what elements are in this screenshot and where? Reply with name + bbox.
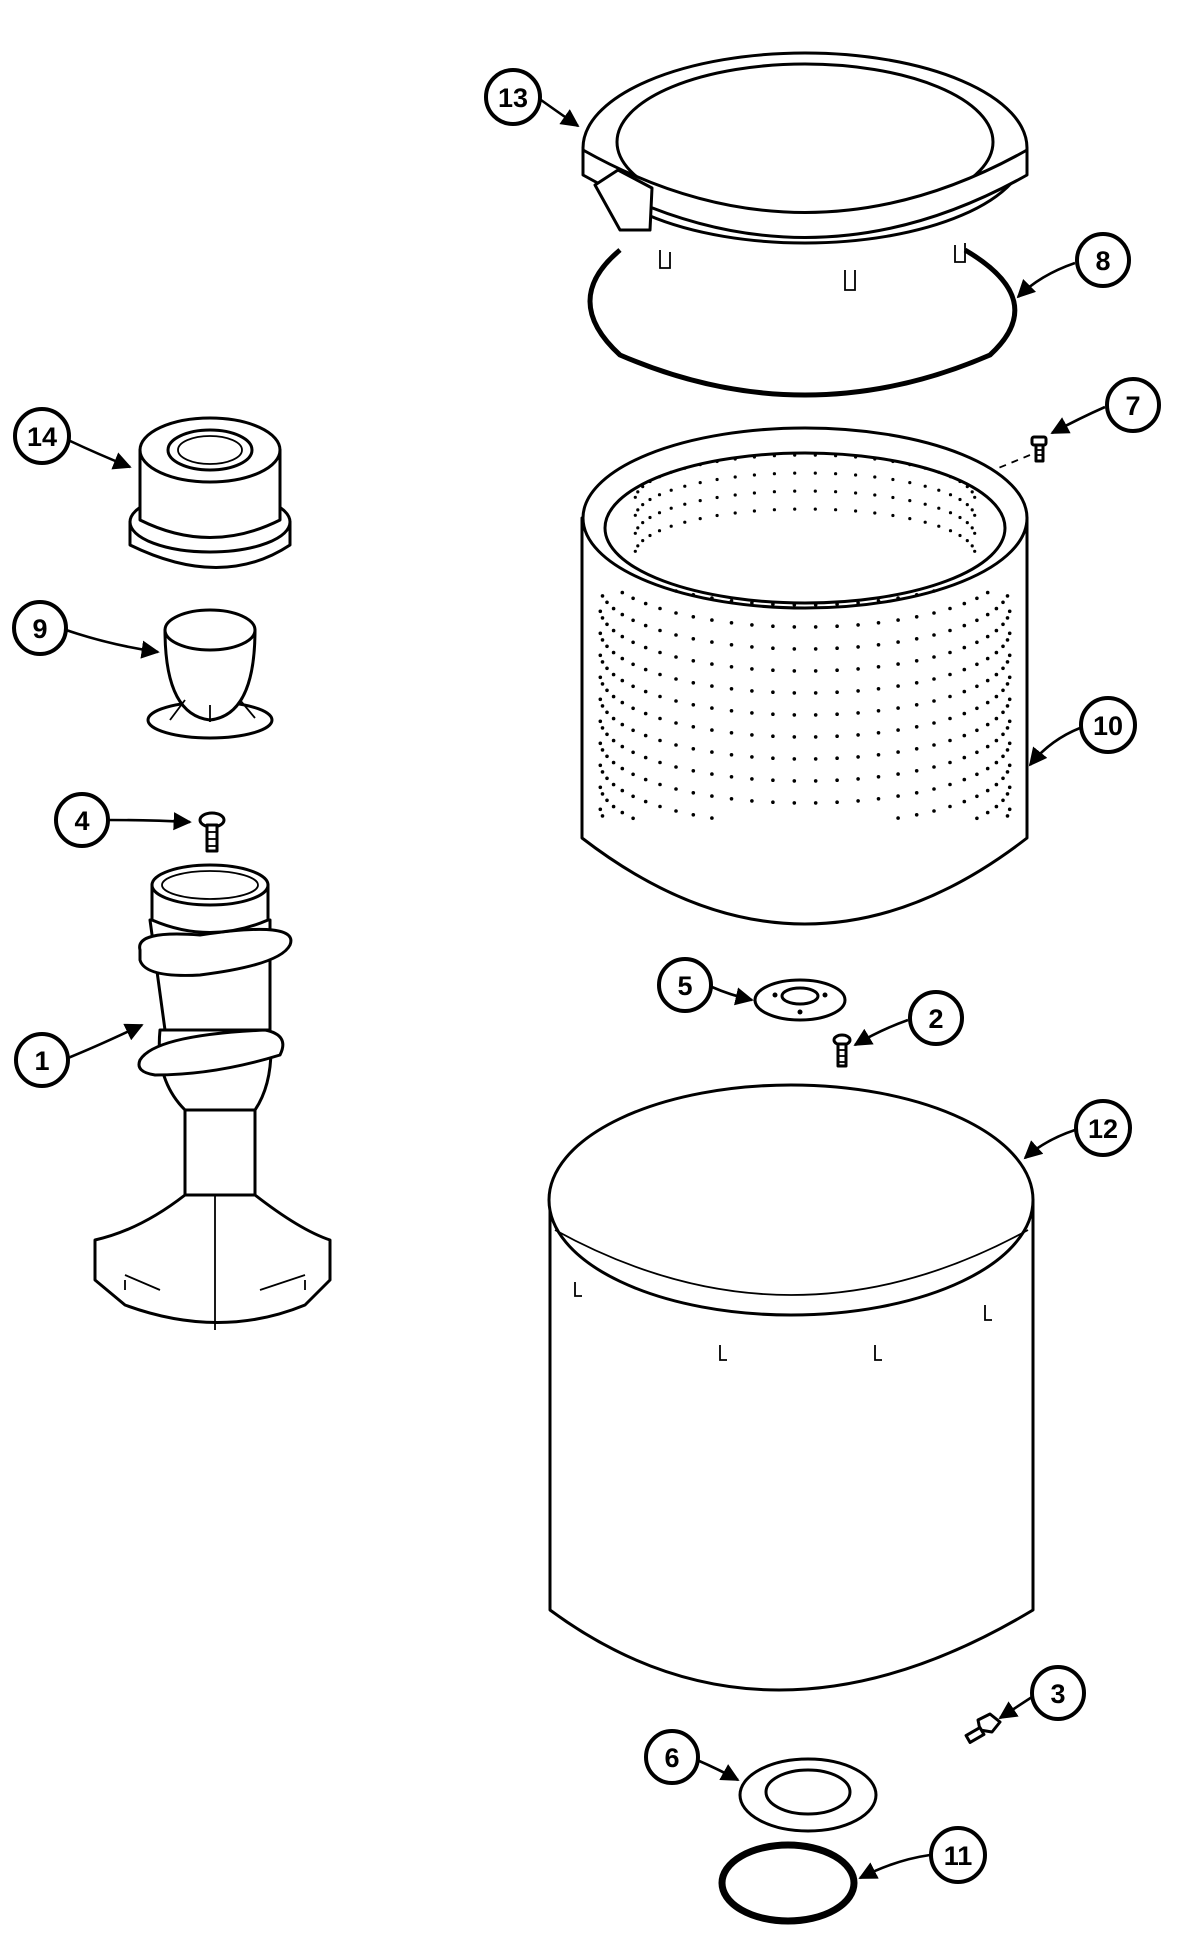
callout-3-label: 3	[1050, 1679, 1065, 1709]
part-9-cam	[146, 608, 274, 740]
callout-2-label: 2	[928, 1004, 943, 1034]
callout-11-label: 11	[944, 1841, 973, 1871]
callout-8-label: 8	[1095, 246, 1110, 276]
callout-4: 4	[54, 792, 110, 848]
callout-11: 11	[929, 1826, 987, 1884]
callout-6-label: 6	[664, 1743, 679, 1773]
callout-7-label: 7	[1125, 391, 1140, 421]
part-14-agitator-cap	[128, 416, 292, 569]
callout-9-label: 9	[32, 614, 47, 644]
part-1-agitator	[93, 863, 332, 1330]
callout-13-label: 13	[498, 83, 528, 113]
part-8-o-ring	[587, 247, 1018, 398]
part-4-screw	[198, 811, 226, 853]
part-12-outer-tub	[547, 1083, 1035, 1692]
callout-10-label: 10	[1093, 711, 1123, 741]
callout-1-label: 1	[34, 1046, 49, 1076]
part-11-band	[718, 1841, 858, 1925]
callout-2: 2	[908, 990, 964, 1046]
callout-9: 9	[12, 600, 68, 656]
callout-4-label: 4	[74, 806, 89, 836]
part-3-screw	[964, 1712, 1002, 1744]
callout-10: 10	[1079, 696, 1137, 754]
callout-7: 7	[1105, 377, 1161, 433]
callout-13: 13	[484, 68, 542, 126]
callout-6: 6	[644, 1729, 700, 1785]
part-2-screw	[832, 1033, 852, 1068]
callout-12: 12	[1074, 1099, 1132, 1157]
part-7-screw	[1030, 435, 1048, 463]
part-5-seal	[753, 978, 847, 1022]
part-10-spin-basket	[580, 426, 1029, 926]
part-13-tub-ring	[581, 51, 1029, 291]
callout-12-label: 12	[1088, 1114, 1118, 1144]
callout-5-label: 5	[677, 971, 692, 1001]
callout-14-label: 14	[27, 422, 57, 452]
leader-lines	[65, 98, 1106, 1880]
part-6-seal	[738, 1757, 878, 1833]
callout-1: 1	[14, 1032, 70, 1088]
callout-5: 5	[657, 957, 713, 1013]
callout-3: 3	[1030, 1665, 1086, 1721]
callout-8: 8	[1075, 232, 1131, 288]
callout-14: 14	[13, 407, 71, 465]
